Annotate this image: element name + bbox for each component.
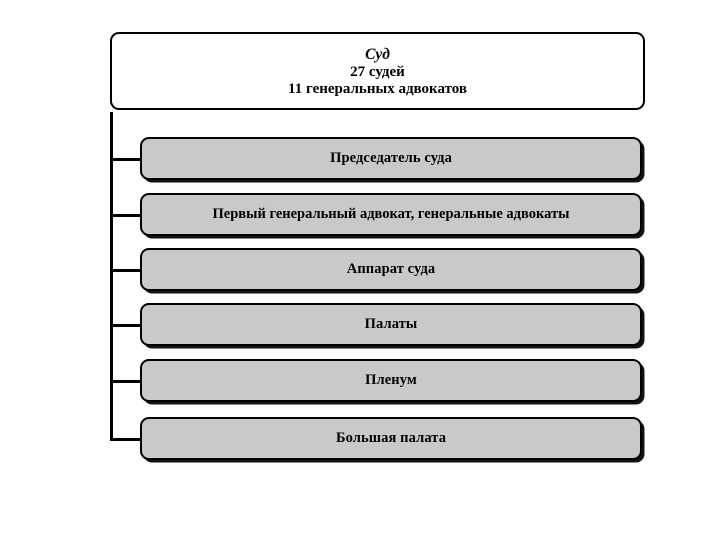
node-label: Председатель суда <box>330 149 452 166</box>
connector-branch-4 <box>110 324 142 327</box>
node-label: Пленум <box>365 371 417 388</box>
connector-branch-3 <box>110 269 142 272</box>
node-plenum[interactable]: Пленум <box>140 359 642 402</box>
node-label: Аппарат суда <box>346 260 436 277</box>
root-node-court[interactable]: Суд 27 судей 11 генеральных адвокатов <box>110 32 645 110</box>
node-label: Палаты <box>364 315 418 332</box>
root-node-judges-count: 27 судей <box>350 63 405 80</box>
connector-branch-6 <box>110 438 142 441</box>
node-grand-chamber[interactable]: Большая палата <box>140 417 642 460</box>
node-chambers[interactable]: Палаты <box>140 303 642 346</box>
connector-branch-5 <box>110 380 142 383</box>
root-node-advocates-count: 11 генеральных адвокатов <box>288 80 467 97</box>
node-label: Первый генеральный адвокат, генеральные … <box>212 205 570 222</box>
connector-branch-2 <box>110 214 142 217</box>
node-court-registry[interactable]: Аппарат суда <box>140 248 642 291</box>
connector-trunk-vertical <box>110 112 113 441</box>
node-label: Большая палата <box>335 429 447 446</box>
connector-branch-1 <box>110 158 142 161</box>
node-president-of-court[interactable]: Председатель суда <box>140 137 642 180</box>
node-advocates-general[interactable]: Первый генеральный адвокат, генеральные … <box>140 193 642 236</box>
root-node-title: Суд <box>365 45 390 63</box>
